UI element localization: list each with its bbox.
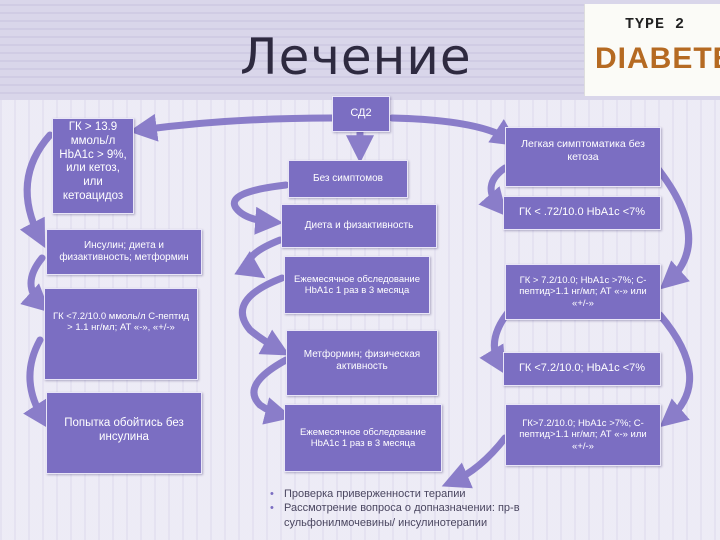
box-left-attempt: Попытка обойтись без инсулина (46, 392, 202, 474)
arrow-left-2 (20, 254, 51, 313)
box-right-gk1-text: ГК < .72/10.0 HbA1c <7% (518, 206, 646, 219)
arrow-to-notes (441, 434, 509, 489)
box-mid-monthly2-text: Ежемесячное обследование HbA1c 1 раз в 3… (300, 426, 426, 449)
box-left-criteria2-text: ГК <7.2/10.0 ммоль/л С-пептид > 1.1 нг/м… (52, 311, 190, 334)
box-mid-diet-text: Диета и физактивность (304, 220, 414, 231)
arrow-right-4 (656, 311, 693, 428)
slide-title: Лечение (240, 28, 472, 86)
logo-type2: TYPE 2 (625, 16, 686, 33)
box-mid-no-symptoms-text: Без симптомов (313, 173, 383, 184)
box-left-treatment: Инсулин; диета и физактивность; метформи… (46, 229, 202, 275)
box-left-treatment-text: Инсулин; диета и физактивность; метформи… (59, 240, 189, 263)
box-right-gk4: ГК>7.2/10.0; HbA1c >7%; С-пептид>1.1 нг/… (505, 404, 661, 466)
box-right-mild-text: Легкая симптоматика без кетоза (521, 138, 645, 163)
box-right-gk2-text: ГК > 7.2/10.0; HbA1c >7%; С-пептид>1.1 н… (519, 274, 647, 309)
box-left-attempt-text: Попытка обойтись без инсулина (64, 417, 184, 443)
note-item-1: Проверка приверженности терапии (268, 487, 584, 502)
arrow-root-left (128, 113, 336, 142)
box-left-criteria: ГК > 13.9 ммоль/л HbA1c > 9%, или кетоз,… (52, 118, 134, 214)
arrow-left-3 (23, 336, 51, 430)
note-item-2: Рассмотрение вопроса о допназначении: пр… (268, 501, 584, 530)
box-root-text: СД2 (350, 107, 372, 120)
box-left-criteria-text: ГК > 13.9 ммоль/л HbA1c > 9%, или кетоз,… (59, 121, 127, 202)
logo-diabetes: DIABETES (595, 42, 720, 75)
arrow-root-right (388, 114, 520, 147)
box-left-criteria2: ГК <7.2/10.0 ммоль/л С-пептид > 1.1 нг/м… (44, 288, 198, 380)
arrow-left-1 (19, 131, 54, 248)
arrow-mid-4 (250, 356, 293, 425)
notes-list: Проверка приверженности терапии Рассмотр… (268, 487, 584, 530)
box-mid-monthly2: Ежемесячное обследование HbA1c 1 раз в 3… (284, 404, 442, 472)
box-mid-diet: Диета и физактивность (281, 204, 437, 248)
box-mid-no-symptoms: Без симптомов (288, 160, 408, 198)
diabetes-logo: TYPE 2 DIABETES (584, 4, 720, 96)
box-right-gk2: ГК > 7.2/10.0; HbA1c >7%; С-пептид>1.1 н… (505, 264, 661, 320)
box-mid-monthly1-text: Ежемесячное обследование HbA1c 1 раз в 3… (294, 273, 420, 296)
arrow-right-1 (478, 164, 509, 217)
arrow-mid-1 (230, 181, 290, 235)
box-right-gk3-text: ГК <7.2/10.0; HbA1c <7% (518, 362, 646, 375)
arrow-right-2 (651, 161, 693, 290)
box-mid-monthly1: Ежемесячное обследование HbA1c 1 раз в 3… (284, 256, 430, 314)
box-right-mild: Легкая симптоматика без кетоза (505, 127, 661, 187)
box-root: СД2 (332, 96, 390, 132)
box-right-gk4-text: ГК>7.2/10.0; HbA1c >7%; С-пептид>1.1 нг/… (519, 417, 647, 452)
arrow-mid-2 (234, 236, 284, 279)
box-mid-metformin-text: Метформин; физическая активность (303, 349, 421, 372)
arrow-mid-3 (238, 274, 290, 356)
box-right-gk3: ГК <7.2/10.0; HbA1c <7% (503, 352, 661, 386)
box-right-gk1: ГК < .72/10.0 HbA1c <7% (503, 196, 661, 230)
box-mid-metformin: Метформин; физическая активность (286, 330, 438, 396)
